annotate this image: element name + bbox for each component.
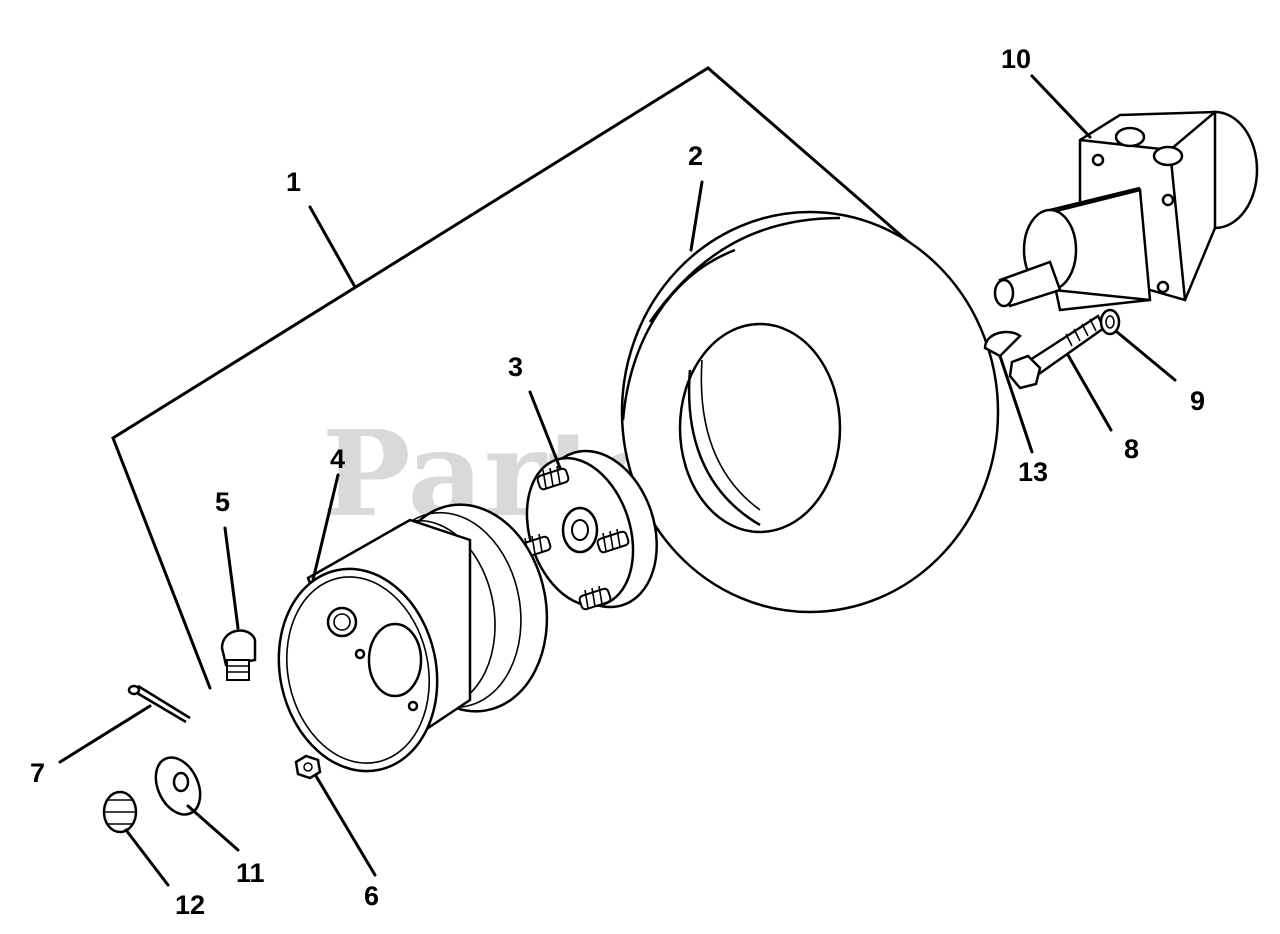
wheel-stud — [578, 585, 612, 611]
callout-12: 12 — [175, 890, 205, 920]
callout-3: 3 — [508, 352, 523, 382]
callout-6: 6 — [364, 881, 379, 911]
washer-part[interactable] — [147, 750, 209, 821]
callout-13: 13 — [1018, 457, 1048, 487]
callout-11: 11 — [236, 858, 265, 888]
lock-washer-part[interactable] — [1099, 308, 1121, 336]
grease-fitting-part[interactable] — [220, 629, 257, 681]
lug-nut-part[interactable] — [294, 754, 322, 780]
callout-9: 9 — [1190, 386, 1205, 416]
callout-5: 5 — [215, 487, 230, 517]
wheel-rim-part[interactable] — [260, 492, 562, 786]
wheel-stud — [536, 465, 570, 491]
callout-10: 10 — [1001, 44, 1031, 74]
leader-lines — [58, 74, 1177, 887]
castle-nut-part[interactable] — [102, 790, 138, 834]
callout-8: 8 — [1124, 434, 1139, 464]
woodruff-key-part[interactable] — [983, 330, 1022, 358]
callout-1: 1 — [286, 167, 301, 197]
wheel-stud — [596, 528, 630, 554]
callout-7: 7 — [30, 758, 45, 788]
hydraulic-motor-part[interactable] — [993, 110, 1259, 312]
callout-4: 4 — [330, 444, 345, 474]
tire-part[interactable] — [620, 210, 1000, 614]
bolt-part[interactable] — [1008, 314, 1106, 390]
cotter-pin-part[interactable] — [127, 684, 191, 724]
hub-plate-part[interactable] — [509, 436, 676, 623]
callout-2: 2 — [688, 141, 703, 171]
assembly-bracket — [111, 66, 937, 690]
